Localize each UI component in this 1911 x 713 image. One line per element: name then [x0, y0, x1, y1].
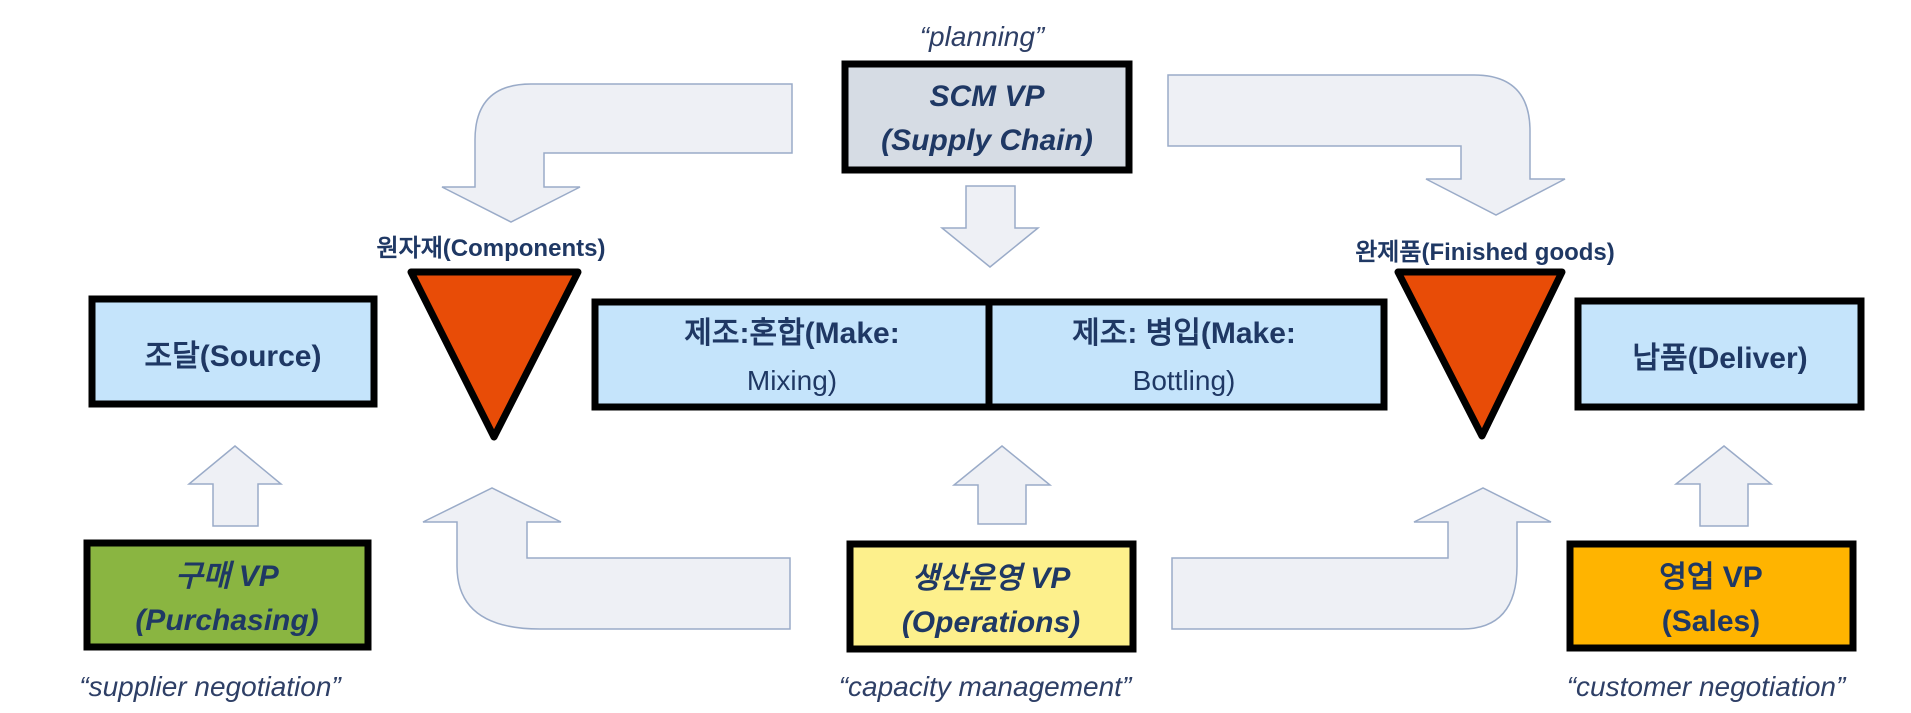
down-arrow-scm-to-make: [939, 185, 1041, 268]
capacity-management-note: “capacity management”: [839, 671, 1133, 702]
scm-vp-subtitle: (Supply Chain): [881, 124, 1093, 157]
scm-vp-box[interactable]: SCM VP (Supply Chain): [841, 60, 1133, 174]
bent-arrow-operations-to-components: [422, 487, 791, 630]
deliver-box[interactable]: 납품(Deliver): [1574, 297, 1865, 411]
purchasing-vp-box[interactable]: 구매 VP (Purchasing): [83, 539, 372, 651]
make-mixing-line1: 제조:혼합(Make:: [684, 317, 899, 350]
customer-negotiation-note: “customer negotiation”: [1567, 671, 1847, 702]
make-mixing-line2: Mixing): [747, 365, 837, 396]
source-box[interactable]: 조달(Source): [88, 295, 378, 408]
up-arrow-operations-to-make: [951, 445, 1053, 525]
sales-vp-subtitle: (Sales): [1662, 605, 1760, 638]
operations-vp-subtitle: (Operations): [902, 606, 1080, 639]
up-arrow-purchasing-to-source: [186, 445, 284, 527]
components-label: 원자재(Components): [377, 235, 606, 262]
operations-vp-box[interactable]: 생산운영 VP (Operations): [846, 540, 1137, 653]
finished-goods-label: 완제품(Finished goods): [1355, 239, 1615, 266]
bent-arrow-operations-to-finished: [1171, 487, 1552, 630]
make-mixing-box[interactable]: 제조:혼합(Make: Mixing): [591, 298, 993, 411]
make-bottling-line2: Bottling): [1133, 365, 1236, 396]
purchasing-vp-title: 구매 VP: [175, 560, 280, 593]
sales-vp-box[interactable]: 영업 VP (Sales): [1566, 540, 1857, 652]
bent-arrow-scm-to-components: [441, 83, 793, 223]
deliver-label: 납품(Deliver): [1632, 342, 1807, 375]
bent-arrow-scm-to-finished: [1167, 74, 1566, 216]
components-inventory-triangle: [407, 268, 582, 441]
make-bottling-box[interactable]: 제조: 병입(Make: Bottling): [985, 298, 1388, 411]
sales-vp-title: 영업 VP: [1659, 561, 1763, 594]
operations-vp-title: 생산운영 VP: [912, 562, 1072, 595]
finished-goods-inventory-triangle: [1394, 268, 1566, 440]
supplier-negotiation-note: “supplier negotiation”: [79, 671, 342, 702]
scm-vp-title: SCM VP: [929, 80, 1045, 113]
planning-note: “planning”: [920, 21, 1046, 52]
up-arrow-sales-to-deliver: [1673, 445, 1774, 527]
purchasing-vp-subtitle: (Purchasing): [135, 604, 318, 637]
source-label: 조달(Source): [145, 340, 322, 373]
make-bottling-line1: 제조: 병입(Make:: [1072, 317, 1296, 350]
